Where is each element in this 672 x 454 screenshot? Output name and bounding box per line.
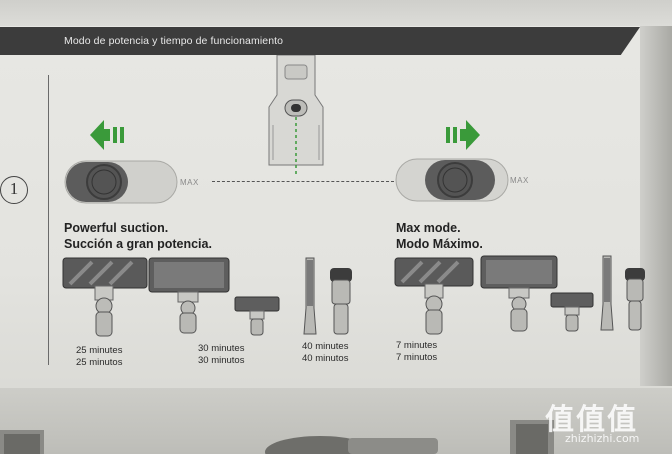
- mini-motorhead-icon: [234, 296, 280, 336]
- max-label-right: MAX: [510, 176, 529, 185]
- runtime-max-1-en: 7 minutes: [396, 340, 438, 351]
- book-gutter: [640, 26, 672, 386]
- section-title: Modo de potencia y tiempo de funcionamie…: [64, 35, 284, 47]
- power-switch-normal: [64, 160, 178, 204]
- mode-max-title-es: Modo Máximo.: [396, 237, 483, 251]
- runtime-normal-2-en: 30 minutes: [198, 343, 245, 354]
- max-label-left: MAX: [180, 178, 199, 187]
- watermark-logo: 值值值: [545, 402, 639, 436]
- vacuum-handle-illustration: [268, 55, 324, 175]
- section-header-bar: [0, 27, 640, 55]
- mode-normal-title-es: Succión a gran potencia.: [64, 237, 212, 251]
- mode-max-title-en: Max mode.: [396, 221, 461, 235]
- combination-tool-icon: [330, 268, 352, 335]
- watermark-url: zhizhizhi.com: [565, 432, 640, 445]
- soft-roller-tool-icon-max: [480, 255, 558, 332]
- next-section-illustrations: [0, 420, 554, 454]
- mini-motorhead-icon-max: [550, 292, 594, 332]
- crevice-tool-icon: [303, 257, 317, 335]
- arrow-left-icon: [90, 120, 124, 150]
- crevice-tool-icon-max: [600, 255, 614, 331]
- divider-line: [48, 75, 49, 365]
- runtime-normal-2-es: 30 minutos: [198, 355, 245, 366]
- arrow-right-icon: [446, 120, 480, 150]
- runtime-normal-1-es: 25 minutos: [76, 357, 123, 368]
- runtime-normal-3-en: 40 minutes: [302, 341, 349, 352]
- dotted-connector: [212, 181, 394, 182]
- combination-tool-icon-max: [625, 268, 645, 331]
- runtime-normal-3-es: 40 minutos: [302, 353, 349, 364]
- soft-roller-tool-icon: [148, 257, 230, 334]
- mode-normal-title-en: Powerful suction.: [64, 221, 169, 235]
- motorhead-tool-icon: [62, 257, 148, 337]
- runtime-normal-1-en: 25 minutes: [76, 345, 123, 356]
- power-switch-max: [395, 158, 509, 202]
- step-number: 1: [0, 176, 28, 204]
- runtime-max-1-es: 7 minutos: [396, 352, 438, 363]
- page-top-strip: [0, 0, 672, 26]
- motorhead-tool-icon-max: [394, 257, 474, 335]
